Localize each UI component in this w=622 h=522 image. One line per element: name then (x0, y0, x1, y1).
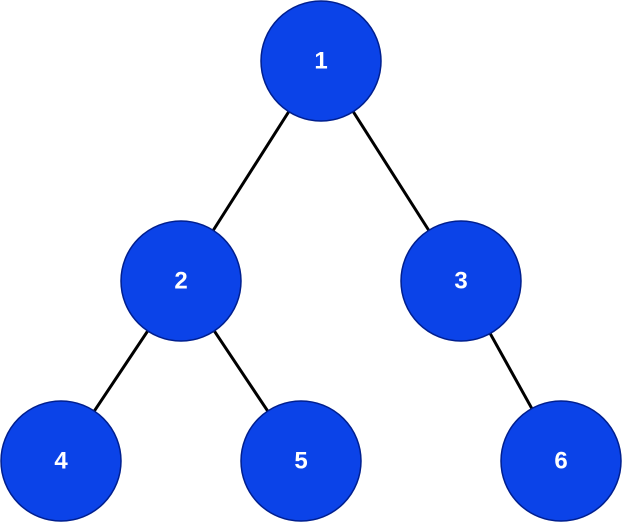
edge-n3-n6 (488, 332, 534, 410)
node-circle (400, 220, 522, 342)
node-label: 4 (54, 447, 68, 474)
edge-n2-n5 (213, 330, 269, 412)
tree-node-1: 1 (260, 0, 382, 122)
tree-node-2: 2 (120, 220, 242, 342)
node-circle (500, 400, 622, 522)
node-circle (260, 0, 382, 122)
edge-n2-n4 (93, 330, 149, 412)
edges-layer (93, 110, 534, 412)
node-circle (0, 400, 122, 522)
tree-node-3: 3 (400, 220, 522, 342)
tree-node-5: 5 (240, 400, 362, 522)
node-label: 2 (174, 267, 187, 294)
edge-n1-n2 (211, 110, 291, 232)
node-label: 3 (454, 267, 467, 294)
node-circle (120, 220, 242, 342)
node-label: 6 (554, 447, 567, 474)
tree-node-4: 4 (0, 400, 122, 522)
node-circle (240, 400, 362, 522)
edge-n1-n3 (351, 110, 431, 232)
node-label: 5 (294, 447, 307, 474)
node-label: 1 (314, 47, 327, 74)
tree-node-6: 6 (500, 400, 622, 522)
